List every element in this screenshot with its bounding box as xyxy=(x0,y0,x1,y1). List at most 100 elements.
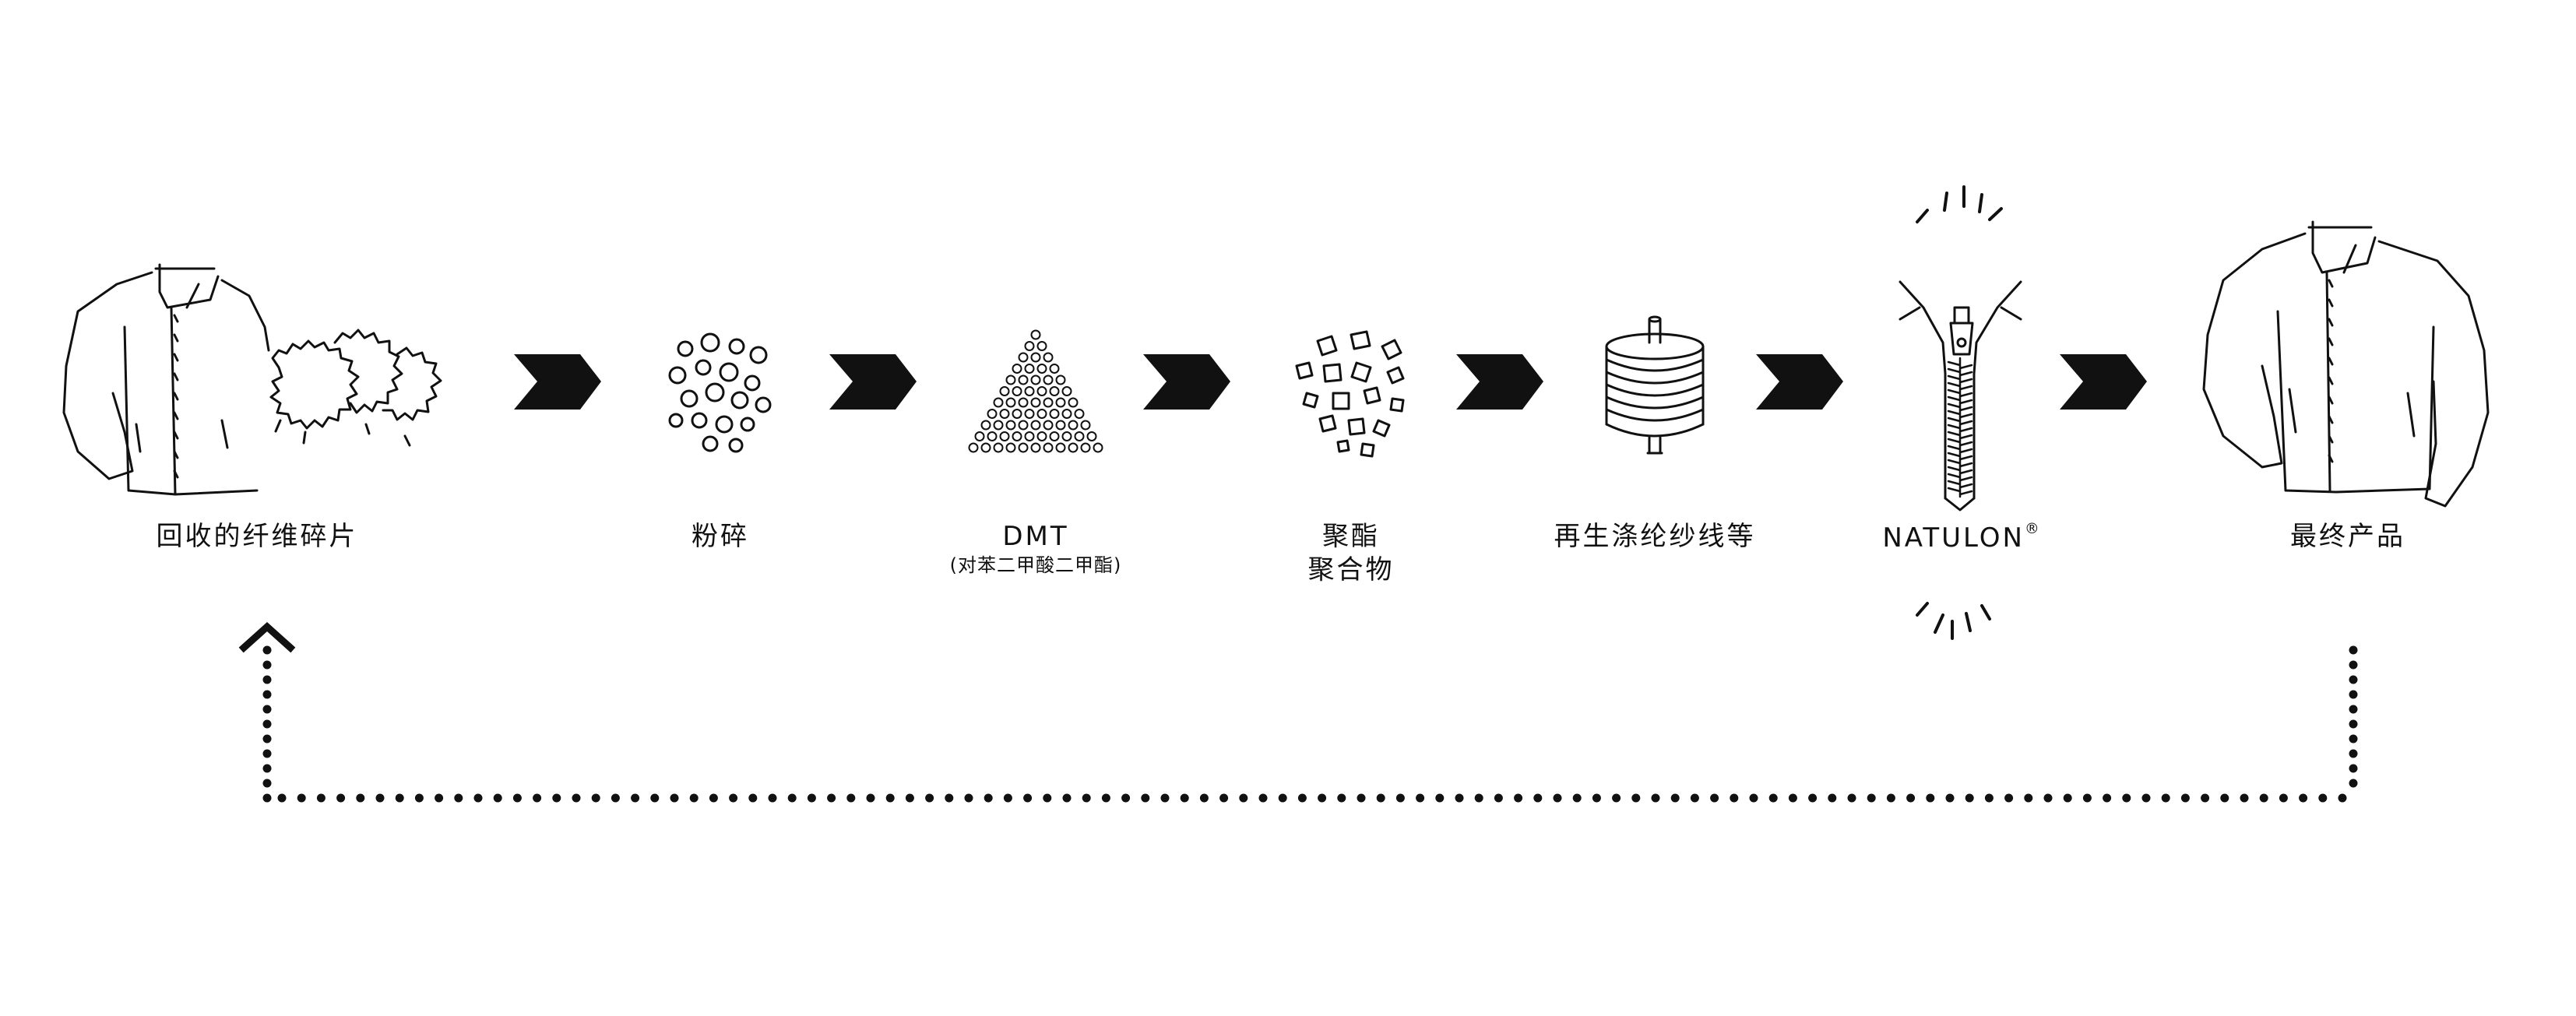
dmt-dot xyxy=(1012,364,1022,374)
loop-dot xyxy=(905,793,914,803)
dmt-dot xyxy=(1024,409,1035,419)
step-label-polyester-polymer: 聚酯 聚合物 xyxy=(1308,520,1395,586)
loop-dot xyxy=(2180,793,2190,803)
chevron-arrow-icon xyxy=(2060,354,2147,410)
loop-dot xyxy=(262,645,272,655)
dmt-dot xyxy=(1024,431,1035,441)
loop-dot xyxy=(1278,793,1287,803)
dmt-dot xyxy=(1030,420,1041,431)
dmt-dot xyxy=(999,431,1010,441)
dmt-dot-triangle-icon xyxy=(968,329,1103,453)
loop-dot xyxy=(2349,675,2358,684)
loop-dot xyxy=(846,793,856,803)
step-label-dmt: DMT (对苯二甲酸二甲酯) xyxy=(950,520,1122,577)
step-sublabel-text: (对苯二甲酸二甲酯) xyxy=(949,554,1122,576)
recycling-loop xyxy=(238,621,2358,803)
step-label-text: 再生涤纶纱线等 xyxy=(1554,521,1756,552)
dmt-dot xyxy=(1005,442,1016,453)
loop-dot xyxy=(1297,793,1307,803)
dmt-dot xyxy=(1074,409,1085,419)
fiber-fragments-icon xyxy=(269,329,442,447)
loop-dot xyxy=(454,793,463,803)
step-label-text: NATULON xyxy=(1882,522,2025,554)
loop-dot xyxy=(2082,793,2092,803)
dmt-dot xyxy=(987,409,998,419)
loop-dot xyxy=(2220,793,2229,803)
loop-dot xyxy=(984,793,993,803)
loop-dot xyxy=(1003,793,1012,803)
step-label-text: DMT xyxy=(1002,521,1069,552)
dmt-dot xyxy=(1055,442,1066,453)
granules-icon xyxy=(668,332,772,453)
dmt-dot xyxy=(1024,386,1035,396)
recycled-jacket-icon xyxy=(62,263,270,496)
loop-dot xyxy=(1357,793,1366,803)
dmt-dot xyxy=(1049,409,1060,419)
loop-dot xyxy=(297,793,306,803)
loop-dot xyxy=(1788,793,1797,803)
loop-dot xyxy=(1612,793,1621,803)
dmt-dot xyxy=(999,409,1010,419)
loop-dot xyxy=(2349,734,2358,744)
loop-dot xyxy=(493,793,502,803)
dmt-dot xyxy=(1024,341,1035,351)
dmt-dot xyxy=(1061,409,1072,419)
loop-dot xyxy=(768,793,777,803)
dmt-dot xyxy=(1030,374,1041,385)
dmt-dot xyxy=(1049,386,1060,396)
loop-dot xyxy=(2349,749,2358,758)
loop-dot xyxy=(1395,793,1405,803)
loop-dot xyxy=(572,793,581,803)
loop-dot xyxy=(262,779,272,788)
chevron-arrow-icon xyxy=(1456,354,1543,410)
loop-dot xyxy=(2240,793,2249,803)
dmt-dot xyxy=(1055,420,1066,431)
loop-dot xyxy=(2299,793,2308,803)
zipper-icon xyxy=(1899,185,2022,640)
loop-dot xyxy=(1926,793,1935,803)
dmt-dot xyxy=(1018,374,1029,385)
loop-dot xyxy=(1455,793,1464,803)
dmt-dot xyxy=(1055,397,1066,408)
dmt-dot xyxy=(1049,431,1060,441)
loop-dot xyxy=(2024,793,2033,803)
loop-dot xyxy=(1435,793,1445,803)
dmt-dot xyxy=(1074,431,1085,441)
dmt-dot xyxy=(1036,364,1047,374)
loop-dot xyxy=(316,793,326,803)
loop-dot xyxy=(262,660,272,670)
dmt-dot xyxy=(1049,364,1060,374)
loop-dot xyxy=(262,675,272,684)
dmt-dot xyxy=(1030,329,1041,340)
loop-dot xyxy=(533,793,542,803)
step-label-recycled-fibers: 回收的纤维碎片 xyxy=(157,520,358,554)
loop-dot xyxy=(650,793,660,803)
step-label-crushing: 粉碎 xyxy=(692,520,749,554)
dmt-dot xyxy=(1036,431,1047,441)
dmt-dot xyxy=(1005,420,1016,431)
dmt-dot xyxy=(1012,409,1022,419)
loop-dot xyxy=(262,705,272,714)
chevron-arrow-icon xyxy=(829,354,917,410)
final-jacket-icon xyxy=(2202,220,2490,508)
step-label-text: 粉碎 xyxy=(692,521,749,552)
dmt-dot xyxy=(980,442,991,453)
loop-dot xyxy=(1710,793,1719,803)
dmt-dot xyxy=(1036,341,1047,351)
dmt-dot xyxy=(1030,352,1041,363)
chevron-arrow-icon xyxy=(514,354,601,410)
loop-dot xyxy=(1239,793,1248,803)
loop-dot xyxy=(395,793,404,803)
loop-dot xyxy=(1808,793,1818,803)
loop-dot xyxy=(964,793,973,803)
loop-dot xyxy=(1553,793,1562,803)
loop-dot xyxy=(1199,793,1209,803)
loop-dot xyxy=(2043,793,2053,803)
loop-dot xyxy=(925,793,934,803)
dmt-dot xyxy=(993,420,1004,431)
step-label-final-product: 最终产品 xyxy=(2290,520,2405,554)
loop-dot xyxy=(2122,793,2131,803)
step-label-natulon: NATULON® xyxy=(1882,520,2039,554)
dmt-dot xyxy=(1005,374,1016,385)
loop-dot xyxy=(375,793,385,803)
